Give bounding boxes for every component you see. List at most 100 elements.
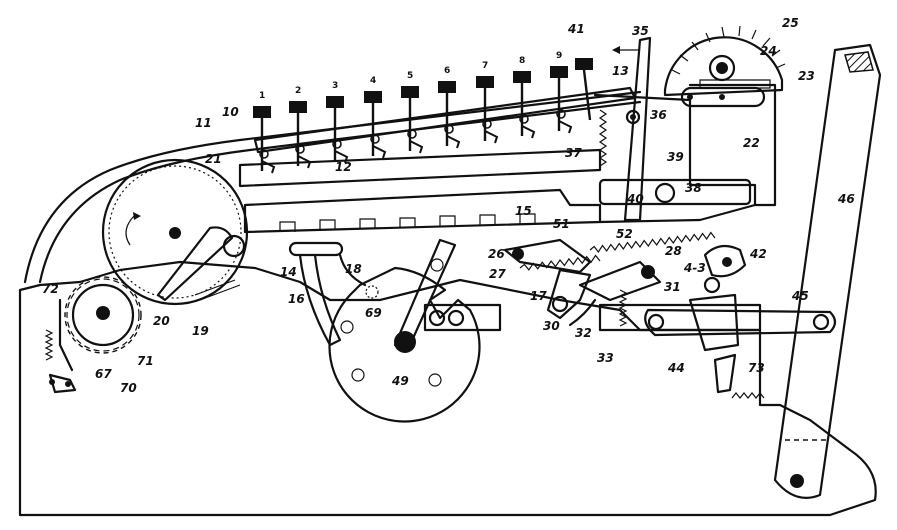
bar-45-guide bbox=[598, 303, 762, 332]
spring-33 bbox=[618, 289, 628, 327]
ref-label-69: 69 bbox=[365, 306, 382, 320]
sector-teeth bbox=[671, 25, 786, 75]
spring-73 bbox=[731, 392, 765, 399]
key-number-7: 7 bbox=[482, 61, 488, 71]
ref-label-19: 19 bbox=[192, 324, 209, 338]
carriage-cover bbox=[23, 90, 642, 284]
link-69-pin-b bbox=[447, 309, 465, 327]
ref-label-20: 20 bbox=[153, 314, 170, 328]
ref-label-42: 42 bbox=[749, 247, 767, 261]
ref-label-41: 41 bbox=[567, 22, 585, 36]
ref-label-37: 37 bbox=[565, 146, 582, 160]
slide-22 bbox=[688, 83, 777, 207]
ref-label-26: 26 bbox=[488, 247, 505, 261]
ref-label-38: 38 bbox=[685, 181, 702, 195]
block-44 bbox=[688, 293, 740, 352]
link-69 bbox=[423, 303, 502, 332]
key-number-6: 6 bbox=[444, 66, 450, 76]
ref-label-12: 12 bbox=[335, 160, 352, 174]
spring-left bbox=[44, 329, 54, 361]
key-2: 2 bbox=[289, 86, 312, 169]
ref-label-45: 45 bbox=[791, 289, 809, 303]
lever-26 bbox=[503, 238, 592, 274]
arrow-21 bbox=[125, 214, 136, 246]
ref-label-17: 17 bbox=[530, 289, 547, 303]
cam-49-hole-3 bbox=[340, 320, 354, 334]
rack-23-teeth bbox=[699, 79, 771, 89]
arrow-head bbox=[612, 46, 620, 54]
link-69-pin bbox=[428, 309, 446, 327]
gear-24-hub bbox=[716, 62, 728, 74]
ref-label-10: 10 bbox=[222, 105, 239, 119]
key-41 bbox=[575, 58, 593, 121]
cam-49-hole-2 bbox=[430, 258, 444, 272]
ref-label-11: 11 bbox=[195, 116, 212, 130]
bar-45-pin-right bbox=[812, 313, 830, 331]
bar-45-pin-left bbox=[647, 313, 665, 331]
pin-43 bbox=[703, 276, 721, 294]
ref-label-22: 22 bbox=[743, 136, 760, 150]
ref-label-31: 31 bbox=[664, 280, 681, 294]
pawl-17 bbox=[546, 268, 592, 320]
key-5: 5 bbox=[401, 71, 424, 154]
ref-label-28: 28 bbox=[665, 244, 682, 258]
key-number-1: 1 bbox=[259, 91, 265, 101]
gear-67 bbox=[71, 283, 135, 347]
cam-19 bbox=[194, 279, 241, 301]
pivot-30 bbox=[551, 295, 569, 313]
slot-14 bbox=[288, 241, 344, 257]
key-number-9: 9 bbox=[556, 51, 562, 61]
pivot-46 bbox=[790, 474, 804, 488]
key-8: 8 bbox=[513, 56, 536, 139]
ref-label-73: 73 bbox=[748, 361, 765, 375]
key-1: 1 bbox=[253, 91, 276, 174]
ref-label-35: 35 bbox=[632, 24, 649, 38]
pawl-left bbox=[48, 373, 77, 394]
ref-label-25: 25 bbox=[782, 16, 799, 30]
lever-46 bbox=[773, 43, 882, 499]
link-23-pin-right bbox=[719, 94, 725, 100]
ref-label-70: 70 bbox=[120, 381, 137, 395]
cam-49-hole-5 bbox=[428, 373, 442, 387]
ref-label-18: 18 bbox=[345, 262, 362, 276]
ref-label-33: 33 bbox=[597, 351, 614, 365]
ref-label-23: 23 bbox=[798, 69, 815, 83]
ref-label-24: 24 bbox=[760, 44, 777, 58]
link-23-pin-left bbox=[687, 94, 693, 100]
ref-label-27: 27 bbox=[489, 267, 506, 281]
pawl-73 bbox=[713, 353, 737, 394]
key-7: 7 bbox=[476, 61, 499, 144]
crank-pin bbox=[222, 234, 246, 258]
key-number-3: 3 bbox=[332, 81, 338, 91]
ref-label-13: 13 bbox=[612, 64, 629, 78]
key-4: 4 bbox=[364, 76, 387, 159]
lever-46-head bbox=[844, 51, 874, 73]
gear-21 bbox=[101, 158, 249, 306]
ref-label-46: 46 bbox=[837, 192, 855, 206]
ref-label-21: 21 bbox=[205, 152, 222, 166]
key-3: 3 bbox=[326, 81, 349, 164]
gear-70 bbox=[66, 278, 140, 352]
link-23 bbox=[680, 86, 766, 108]
ref-label-40: 40 bbox=[626, 192, 644, 206]
arm-16 bbox=[298, 253, 342, 347]
bar-45 bbox=[644, 308, 837, 337]
key-number-5: 5 bbox=[407, 71, 413, 81]
pivot-26 bbox=[512, 248, 524, 260]
ref-label-67: 67 bbox=[95, 367, 112, 381]
gear-21-teeth bbox=[108, 165, 242, 299]
ref-label-49: 49 bbox=[391, 374, 409, 388]
key-number-4: 4 bbox=[370, 76, 376, 86]
pivot-36 bbox=[625, 109, 641, 125]
rack-bar bbox=[243, 188, 602, 234]
pawl-left-pin-a bbox=[49, 379, 55, 385]
ref-label-71: 71 bbox=[137, 354, 154, 368]
ref-label-15: 15 bbox=[515, 204, 532, 218]
sector-25 bbox=[663, 36, 784, 97]
key-6: 6 bbox=[438, 66, 461, 149]
ref-label-51: 51 bbox=[553, 217, 570, 231]
gear-67-hub bbox=[96, 306, 110, 320]
spring-28 bbox=[589, 231, 716, 254]
